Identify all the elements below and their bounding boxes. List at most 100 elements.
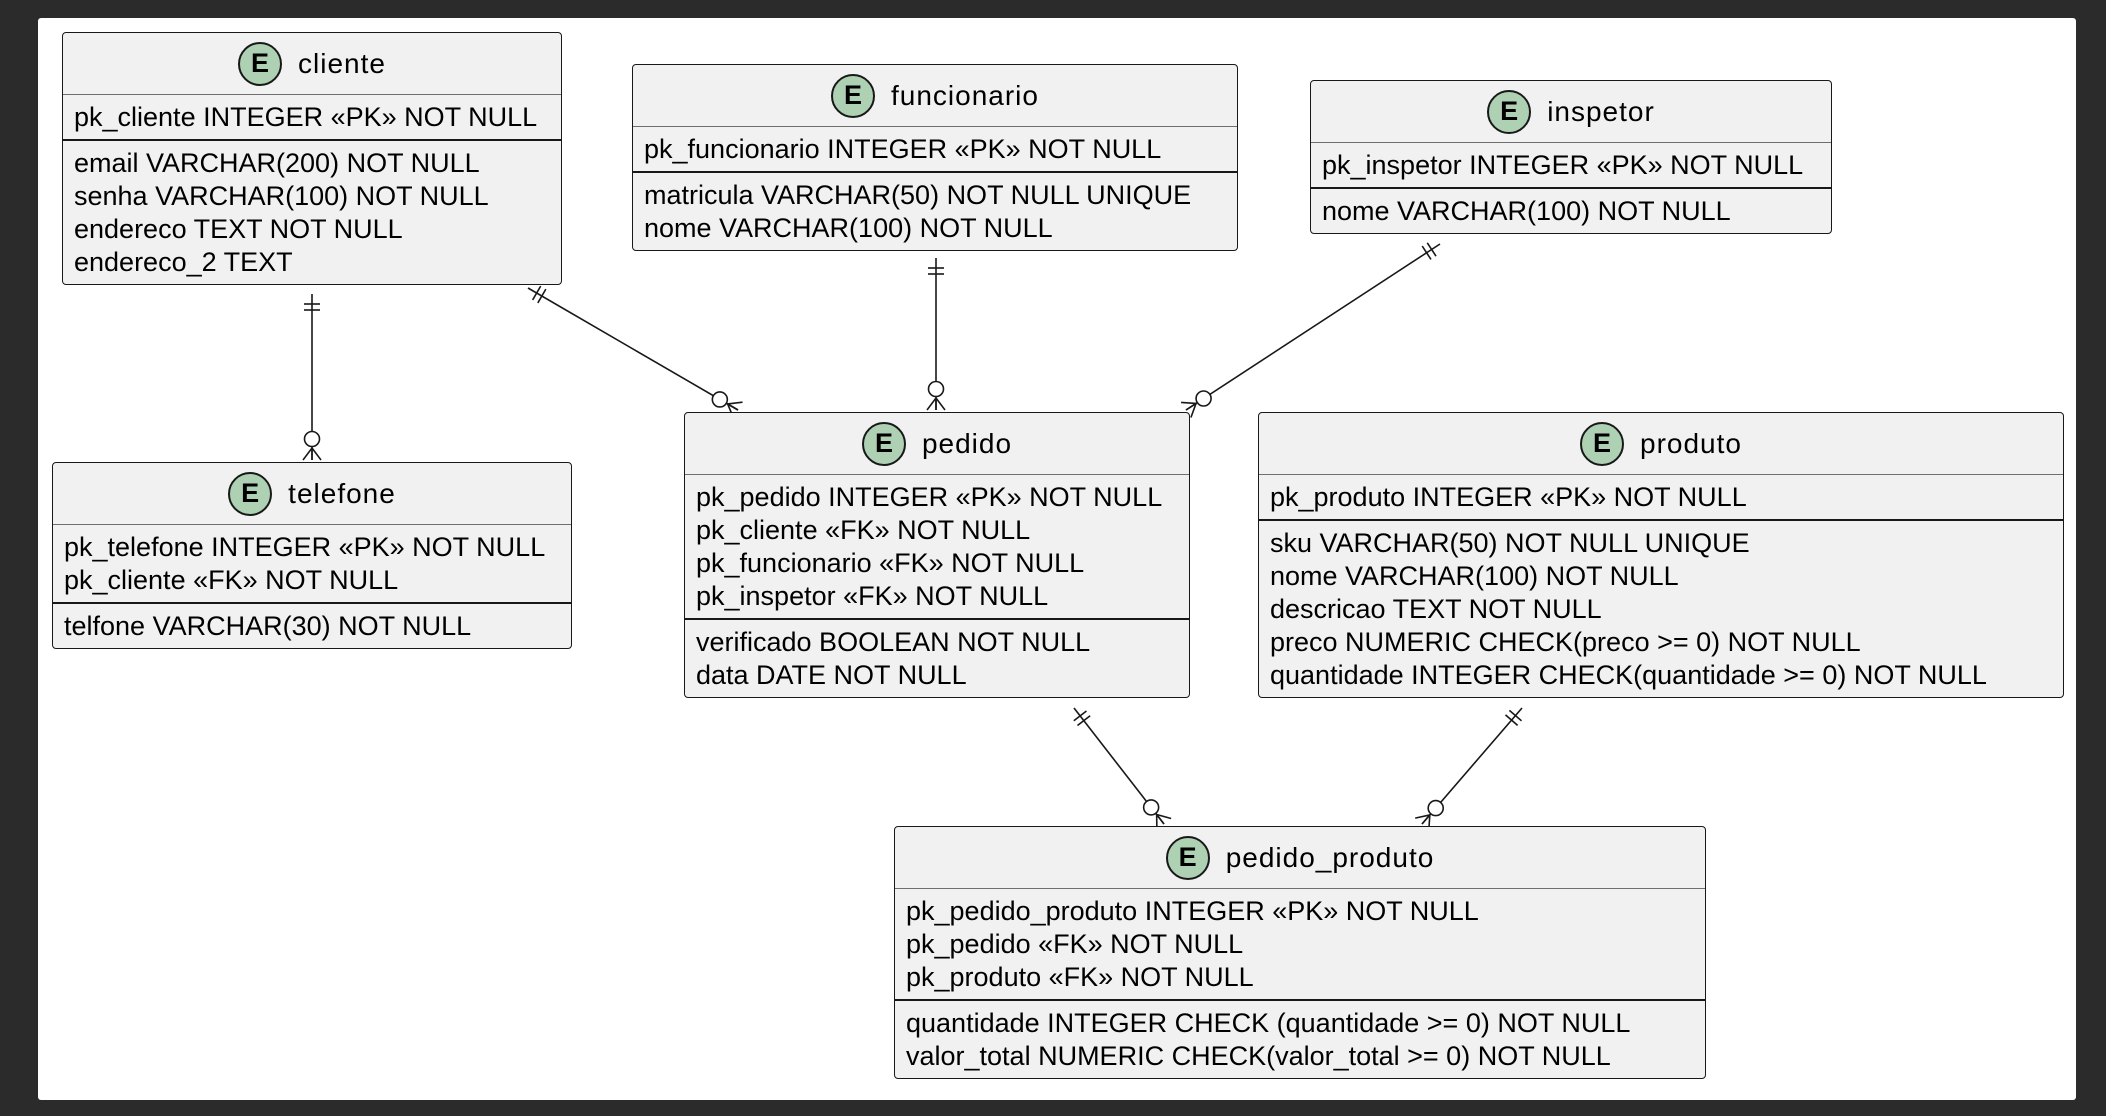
many-marker <box>727 403 739 411</box>
attribute-row: endereco_2 TEXT <box>74 247 293 277</box>
entity-name: cliente <box>298 47 386 79</box>
entity-name: produto <box>1640 427 1742 459</box>
relationship-line <box>1185 243 1441 411</box>
attribute-section: nome VARCHAR(100) NOT NULL <box>1311 187 1831 233</box>
many-marker <box>311 447 322 461</box>
one-marker <box>1426 242 1437 257</box>
attribute-section: telfone VARCHAR(30) NOT NULL <box>53 602 571 648</box>
entity-name: pedido <box>921 427 1013 459</box>
entity-badge-icon: E <box>1580 421 1625 466</box>
entity-badge-icon: E <box>1487 89 1532 134</box>
entity-name: telefone <box>288 477 396 509</box>
key-row: pk_cliente INTEGER «PK» NOT NULL <box>74 102 538 132</box>
attribute-row: senha VARCHAR(100) NOT NULL <box>74 181 489 211</box>
many-marker <box>1185 402 1197 411</box>
key-section: pk_cliente INTEGER «PK» NOT NULL <box>63 95 561 139</box>
relationship-produto-pedido_produto <box>1415 707 1523 830</box>
many-marker <box>302 447 313 461</box>
attribute-row: quantidade INTEGER CHECK(quantidade >= 0… <box>1270 660 1987 690</box>
many-marker <box>1156 814 1165 825</box>
attribute-row: verificado BOOLEAN NOT NULL <box>696 627 1091 657</box>
relationship-funcionario-pedido <box>926 258 946 411</box>
one-marker <box>537 288 547 304</box>
many-marker <box>1190 403 1197 418</box>
key-row: pk_pedido_produto INTEGER «PK» NOT NULL <box>906 896 1479 926</box>
one-marker <box>1076 715 1091 727</box>
key-row: pk_funcionario INTEGER «PK» NOT NULL <box>644 134 1162 164</box>
relationship-inspetor-pedido <box>1181 242 1441 418</box>
zero-marker <box>927 380 945 398</box>
attribute-section: quantidade INTEGER CHECK (quantidade >= … <box>895 999 1705 1078</box>
one-marker <box>1508 709 1523 722</box>
one-marker <box>1073 710 1087 722</box>
attribute-row: quantidade INTEGER CHECK (quantidade >= … <box>906 1008 1631 1038</box>
one-marker <box>531 285 542 301</box>
attribute-row: preco NUMERIC CHECK(preco >= 0) NOT NULL <box>1270 627 1861 657</box>
entity-name: inspetor <box>1547 95 1655 127</box>
many-marker <box>1421 814 1431 825</box>
zero-marker <box>303 430 321 448</box>
attribute-row: nome VARCHAR(100) NOT NULL <box>1270 561 1679 591</box>
many-marker <box>926 397 937 411</box>
key-row: pk_produto «FK» NOT NULL <box>906 962 1254 992</box>
entity-name: pedido_produto <box>1225 841 1435 873</box>
many-marker <box>727 401 743 405</box>
attribute-row: telfone VARCHAR(30) NOT NULL <box>64 611 472 641</box>
attribute-row: data DATE NOT NULL <box>696 660 967 690</box>
relationship-cliente-pedido <box>527 285 743 419</box>
zero-marker <box>1142 799 1160 816</box>
key-row: pk_inspetor INTEGER «PK» NOT NULL <box>1322 150 1804 180</box>
attribute-row: nome VARCHAR(100) NOT NULL <box>644 213 1053 243</box>
entity-badge-icon: E <box>228 471 273 516</box>
many-marker <box>1156 813 1172 820</box>
key-row: pk_inspetor «FK» NOT NULL <box>696 581 1049 611</box>
zero-marker <box>1427 799 1445 817</box>
key-row: pk_pedido «FK» NOT NULL <box>906 929 1244 959</box>
entity-name: funcionario <box>891 79 1039 111</box>
key-section: pk_funcionario INTEGER «PK» NOT NULL <box>633 127 1237 171</box>
relationship-cliente-telefone <box>302 294 322 461</box>
entity-badge-icon: E <box>1165 835 1210 880</box>
one-marker <box>1421 245 1432 260</box>
attribute-row: valor_total NUMERIC CHECK(valor_total >=… <box>906 1041 1611 1071</box>
entity-badge-icon: E <box>238 41 283 86</box>
entity-badge-icon: E <box>861 421 906 466</box>
many-marker <box>1415 814 1431 819</box>
attribute-row: endereco TEXT NOT NULL <box>74 214 403 244</box>
key-row: pk_telefone INTEGER «PK» NOT NULL <box>64 532 546 562</box>
relationship-pedido-pedido_produto <box>1073 707 1172 830</box>
attribute-row: nome VARCHAR(100) NOT NULL <box>1322 196 1731 226</box>
key-row: pk_produto INTEGER «PK» NOT NULL <box>1270 482 1747 512</box>
attribute-row: matricula VARCHAR(50) NOT NULL UNIQUE <box>644 180 1192 210</box>
many-marker <box>935 397 946 411</box>
zero-marker <box>711 391 729 408</box>
attribute-row: email VARCHAR(200) NOT NULL <box>74 148 480 178</box>
relationship-line <box>527 287 739 411</box>
entity-badge-icon: E <box>831 73 875 118</box>
key-row: pk_pedido INTEGER «PK» NOT NULL <box>696 482 1163 512</box>
many-marker <box>1181 401 1197 405</box>
key-section: pk_inspetor INTEGER «PK» NOT NULL <box>1311 143 1831 187</box>
zero-marker <box>1195 390 1212 407</box>
attribute-row: descricao TEXT NOT NULL <box>1270 594 1602 624</box>
